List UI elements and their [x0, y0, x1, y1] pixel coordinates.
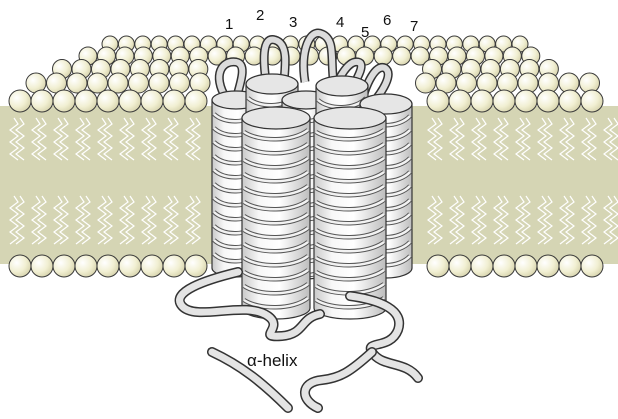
lipid-head — [581, 90, 603, 112]
lipid-head — [119, 90, 141, 112]
lipid-head — [471, 90, 493, 112]
upper-leaflet-head-groups — [26, 36, 600, 93]
helix-label-5: 5 — [361, 24, 369, 41]
helix-label-3: 3 — [289, 14, 297, 31]
helix-cylinder-2 — [242, 107, 310, 319]
lipid-head — [75, 90, 97, 112]
lipid-head — [185, 90, 207, 112]
lipid-head — [31, 255, 53, 277]
transmembrane-helices — [212, 74, 412, 319]
lipid-head — [537, 90, 559, 112]
lipid-head — [449, 90, 471, 112]
lipid-head — [559, 90, 581, 112]
lipid-head — [163, 255, 185, 277]
lipid-head — [493, 255, 515, 277]
helix-label-7: 7 — [410, 18, 418, 35]
lipid-head — [449, 255, 471, 277]
lipid-head — [75, 255, 97, 277]
lipid-head — [97, 90, 119, 112]
lipid-head — [97, 255, 119, 277]
lipid-head — [9, 90, 31, 112]
lipid-head — [498, 73, 518, 93]
lipid-head — [537, 255, 559, 277]
helix-label-6: 6 — [383, 12, 391, 29]
lipid-head — [427, 255, 449, 277]
lipid-head — [493, 90, 515, 112]
lipid-head — [393, 47, 411, 65]
lipid-head — [88, 73, 108, 93]
lipid-head — [581, 255, 603, 277]
lipid-head — [559, 255, 581, 277]
lipid-head — [119, 255, 141, 277]
alpha-helix-caption: α-helix — [247, 351, 298, 370]
lipid-head — [515, 90, 537, 112]
lipid-head — [374, 47, 392, 65]
lipid-head — [9, 255, 31, 277]
lipid-head — [471, 255, 493, 277]
lipid-head — [185, 255, 207, 277]
lipid-head — [53, 255, 75, 277]
helix-cylinder-6 — [314, 107, 386, 319]
lipid-head — [416, 73, 436, 93]
lipid-head — [515, 255, 537, 277]
lipid-head — [31, 90, 53, 112]
helix-label-4: 4 — [336, 14, 344, 31]
lipid-head — [53, 90, 75, 112]
lipid-head — [141, 90, 163, 112]
helix-label-1: 1 — [225, 16, 233, 33]
lipid-head — [163, 90, 185, 112]
lipid-head — [427, 90, 449, 112]
lipid-head — [141, 255, 163, 277]
helix-label-2: 2 — [256, 7, 264, 24]
